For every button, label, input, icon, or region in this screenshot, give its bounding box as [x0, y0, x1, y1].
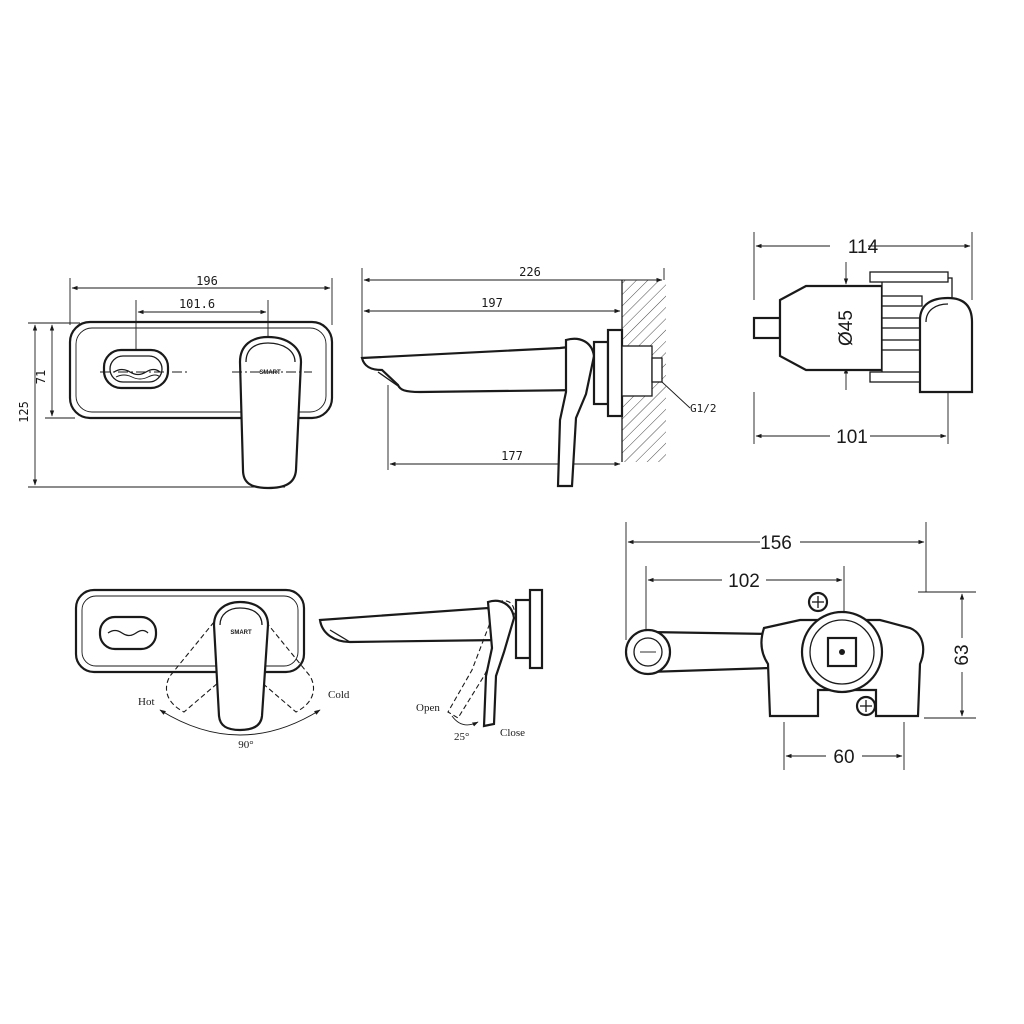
side-cartridge — [621, 345, 653, 397]
label-bg — [830, 236, 868, 256]
outlet-aerator — [98, 615, 158, 651]
front-view: 196 101.6 125 71 SMART — [17, 274, 334, 490]
dim-side-to-wall: 197 — [481, 296, 503, 310]
valve-view: 156 102 63 60 — [624, 522, 976, 770]
cover-plate — [68, 320, 334, 420]
lever-handle — [212, 600, 270, 732]
valve-stem — [752, 316, 782, 340]
outlet-cap — [918, 296, 974, 394]
inlet-fitting-inner — [633, 637, 663, 667]
cartridge-body — [778, 284, 884, 372]
brand-logo: SMART — [230, 630, 252, 636]
dim-body-width: 114 — [848, 237, 879, 258]
dim-front-plate-height: 71 — [34, 370, 48, 384]
brand-logo: SMART — [259, 370, 281, 376]
dim-thread: G1/2 — [690, 402, 717, 415]
cartridge-seat-inner — [809, 619, 875, 685]
cover-plate — [74, 588, 306, 674]
lever-handle: SMART — [238, 335, 303, 490]
operation-front-view: SMART Hot Cold 90° — [74, 588, 350, 751]
rotation-arc — [159, 709, 321, 736]
spindle-center — [839, 649, 845, 655]
lever-detail — [219, 607, 263, 626]
tilt-angle: 25° — [454, 731, 469, 743]
outlet-aerator — [102, 348, 170, 390]
dim-body-depth: 101 — [836, 427, 868, 448]
side-view: 226 197 177 G1/2 — [360, 265, 717, 488]
dim-valve-height: 63 — [952, 644, 973, 665]
thread-leader — [661, 381, 691, 409]
dim-valve-spacing: 60 — [833, 747, 854, 768]
label-bg — [722, 570, 766, 590]
cover-plate-inner — [81, 595, 299, 667]
spout-outlet — [329, 629, 351, 643]
body-view: 114 101 Ø45 — [752, 232, 974, 448]
dim-front-spacing: 101.6 — [179, 297, 215, 311]
hot-label: Hot — [138, 696, 155, 708]
frame-bar — [881, 317, 923, 329]
cold-label: Cold — [328, 689, 350, 701]
tilt-arc — [451, 715, 479, 727]
close-label: Close — [500, 727, 525, 739]
dim-front-width: 196 — [196, 274, 218, 288]
side-connector — [651, 357, 663, 383]
label-bg — [826, 746, 862, 766]
dim-body-diameter: Ø45 — [836, 310, 857, 346]
frame-bar — [881, 339, 923, 351]
cover-plate-inner — [75, 327, 327, 413]
spout-outlet — [377, 371, 399, 387]
label-bg — [760, 532, 800, 552]
rotation-angle: 90° — [238, 739, 253, 751]
dim-side-spout: 177 — [501, 449, 523, 463]
spout-body — [318, 606, 502, 644]
side-body — [514, 598, 532, 660]
label-bg — [952, 638, 972, 672]
operation-side-view: Open 25° Close — [318, 588, 544, 743]
label-bg — [830, 426, 870, 446]
dim-valve-offset: 102 — [728, 571, 760, 592]
open-label: Open — [416, 702, 440, 714]
dim-side-total: 226 — [519, 265, 541, 279]
side-escutcheon — [606, 328, 624, 418]
side-escutcheon — [528, 588, 544, 670]
dim-front-total-height: 125 — [17, 401, 31, 423]
side-body — [592, 340, 610, 406]
frame-top-rail — [869, 271, 949, 283]
dim-valve-length: 156 — [760, 533, 792, 554]
outlet-cap-detail — [925, 303, 949, 323]
side-lever — [482, 599, 516, 728]
spout-body — [360, 344, 584, 394]
frame-bar — [881, 295, 923, 307]
